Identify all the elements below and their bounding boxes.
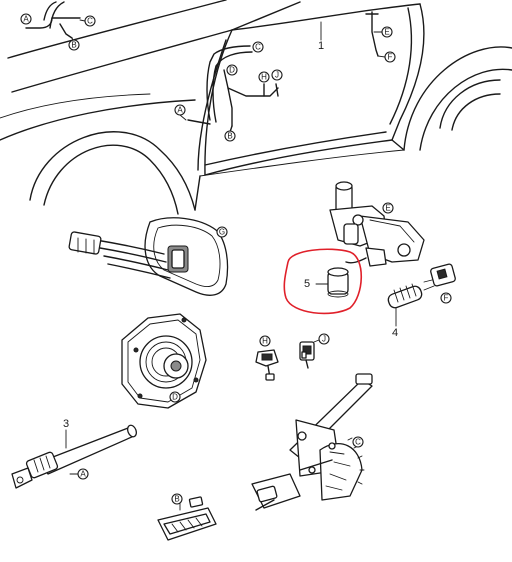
callout-a-cable: A	[69, 468, 89, 480]
callout-d-door-label: D	[229, 66, 235, 75]
callout-h-door-label: H	[261, 73, 267, 82]
callout-e-top: E	[373, 26, 393, 38]
callout-b-light-label: B	[174, 495, 179, 504]
callout-h-door: H	[258, 71, 270, 83]
callout-c-regulator-label: C	[355, 438, 361, 447]
callout-a-top-label: A	[23, 15, 29, 24]
part-5-grommet	[315, 267, 349, 298]
callout-c-door-label: C	[255, 43, 261, 52]
callout-c-top: C	[79, 15, 96, 27]
callout-a-door-label: A	[177, 106, 183, 115]
part-number-5: 5	[304, 278, 310, 290]
callout-c-top-label: C	[87, 17, 93, 26]
callout-j-switch: J	[313, 333, 330, 345]
part-number-1-label: 1	[318, 40, 324, 52]
callout-e-motor: E	[382, 202, 394, 214]
callout-b-door-label: B	[227, 132, 232, 141]
callout-b-top: B	[68, 39, 80, 51]
callout-a-top: A	[20, 13, 32, 25]
part-number-5-label: 5	[304, 278, 310, 290]
callout-f-top-label: F	[388, 53, 393, 62]
callout-b-light: B	[171, 493, 183, 505]
callout-j-door: J	[271, 69, 283, 81]
callout-j-door-label: J	[275, 71, 279, 80]
switch-h	[255, 349, 279, 381]
callout-d-motor: D	[169, 391, 181, 403]
callout-j-switch-label: J	[322, 335, 326, 344]
callout-f-plug: F	[440, 292, 452, 304]
callout-b-top-label: B	[71, 41, 76, 50]
callout-d-door: D	[226, 64, 238, 76]
callout-g-lamp: G	[216, 226, 228, 238]
callout-h-switch-label: H	[262, 337, 268, 346]
window-regulator-assembly	[251, 373, 373, 511]
part-4-cylinder	[387, 283, 423, 327]
callout-c-regulator: C	[352, 436, 364, 448]
callout-h-switch: H	[259, 335, 271, 347]
door-wiring-harness	[25, 1, 379, 133]
switch-j	[299, 341, 315, 369]
part-3-cable	[11, 424, 137, 489]
car-body-outline	[0, 0, 512, 215]
part-number-4-label: 4	[392, 327, 398, 339]
part-number-4: 4	[392, 327, 398, 339]
part-5-highlight-circle	[283, 248, 362, 315]
door-lamp-assembly	[68, 217, 229, 296]
motor-d-assembly	[121, 313, 207, 409]
plug-f-connector	[423, 263, 456, 291]
callout-f-plug-label: F	[444, 294, 449, 303]
part-number-3-label: 3	[63, 418, 69, 430]
callout-b-door: B	[224, 130, 236, 142]
callout-g-lamp-label: G	[219, 228, 225, 237]
callout-a-cable-label: A	[80, 470, 86, 479]
lock-motor-assembly	[329, 181, 425, 267]
courtesy-light-assembly	[157, 496, 217, 541]
callout-c-door: C	[252, 41, 264, 53]
callout-f-top: F	[377, 51, 396, 63]
callout-e-top-label: E	[384, 28, 389, 37]
callout-d-motor-label: D	[172, 393, 178, 402]
part-number-3: 3	[63, 418, 69, 430]
callout-a-door: A	[174, 104, 187, 121]
callout-e-motor-label: E	[385, 204, 390, 213]
part-number-1: 1	[318, 21, 324, 52]
